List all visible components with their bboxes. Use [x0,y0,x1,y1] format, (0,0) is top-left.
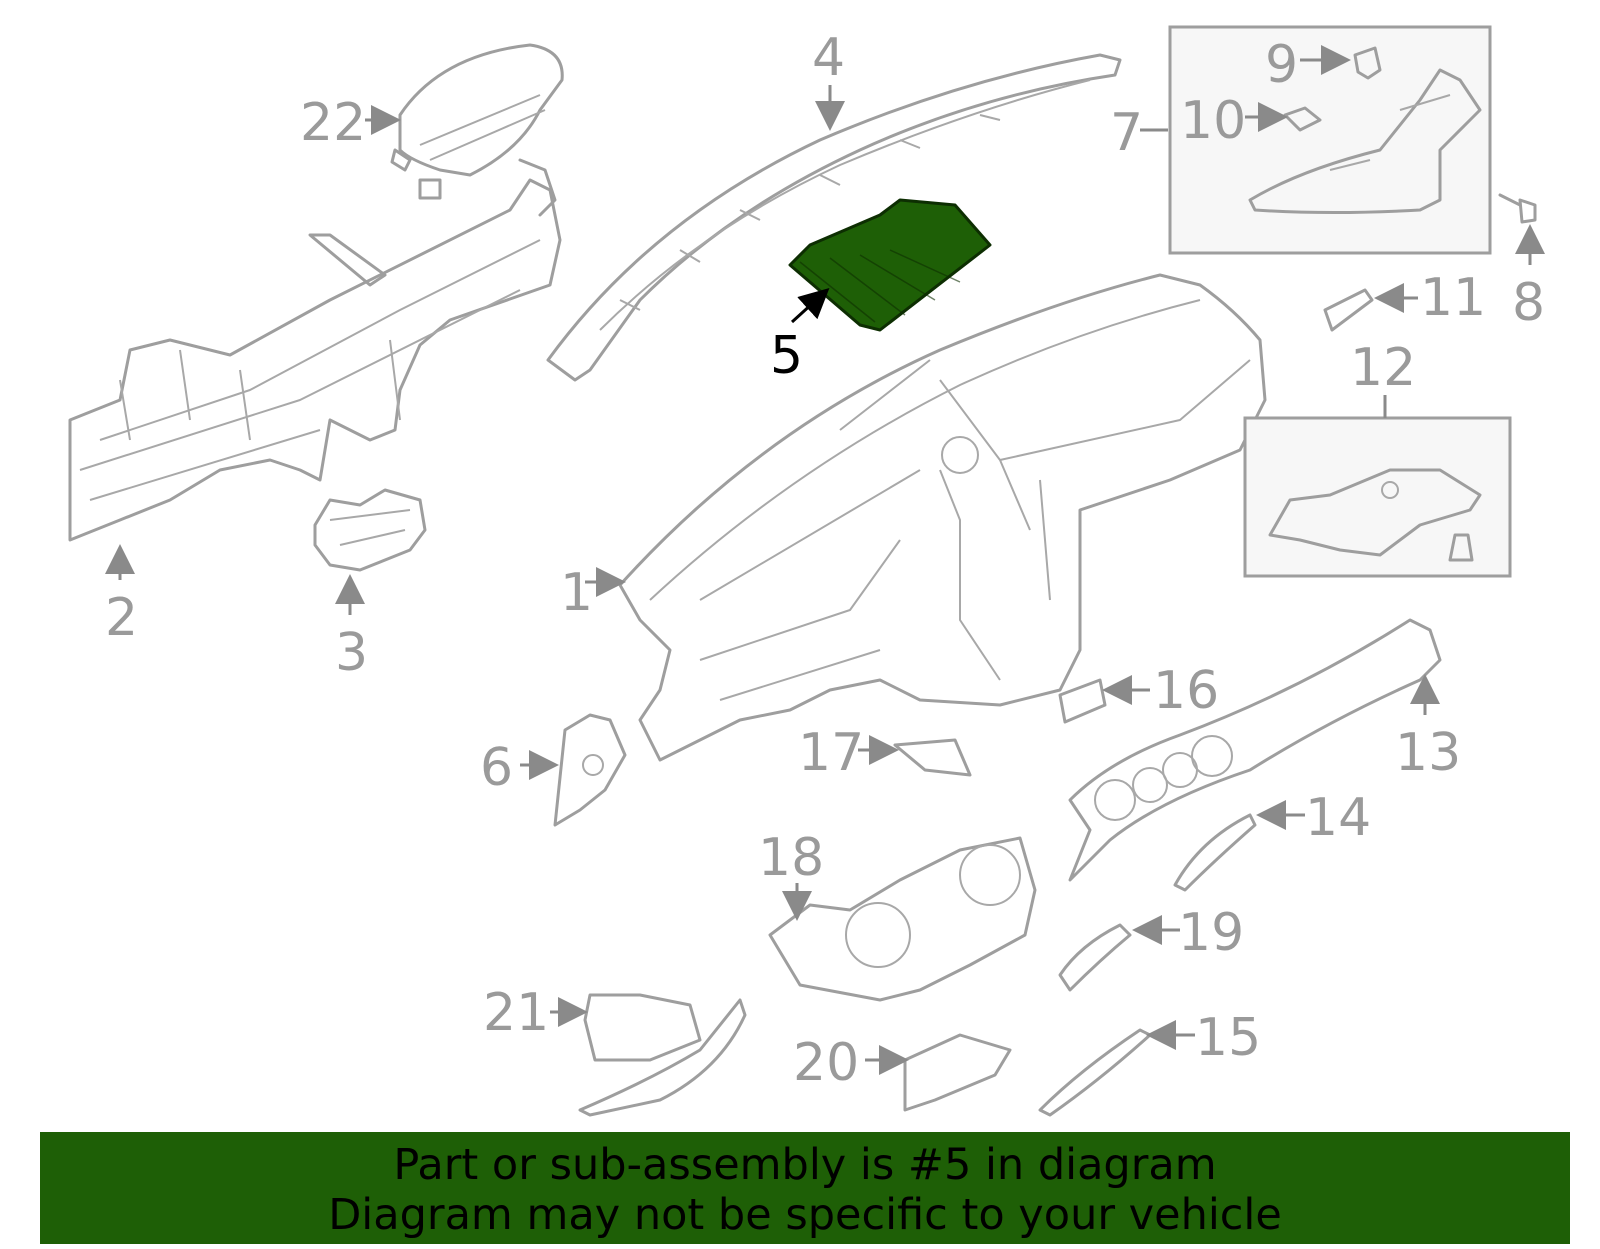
leader-lines [105,45,1545,1075]
callout-11: 11 [1420,268,1486,328]
banner-line-2: Diagram may not be specific to your vehi… [328,1190,1282,1240]
banner-line-1: Part or sub-assembly is #5 in diagram [393,1140,1217,1190]
callout-3: 3 [335,623,368,683]
callout-16: 16 [1153,661,1219,721]
callout-10: 10 [1180,91,1246,151]
part-17-trim[interactable] [893,738,972,777]
callout-4: 4 [812,28,845,88]
callout-2: 2 [105,588,138,648]
part-2-cross-beam[interactable] [68,158,562,542]
callout-9: 9 [1265,35,1298,95]
part-19-trim[interactable] [1058,923,1132,992]
part-21-glove-box[interactable] [578,993,747,1117]
part-11-pad[interactable] [1323,288,1374,332]
part-13-center-bezel[interactable] [1068,618,1442,882]
part-22-airbag[interactable] [390,43,564,200]
callout-12: 12 [1350,338,1416,398]
callout-20: 20 [793,1033,859,1093]
callout-18: 18 [758,828,824,888]
part-1-instrument-panel[interactable] [618,273,1267,762]
callout-19: 19 [1178,903,1244,963]
part-3-bracket[interactable] [313,488,427,572]
callout-5: 5 [770,326,803,386]
part-10-clip[interactable] [1283,106,1322,132]
part-12-bracket[interactable] [1268,468,1482,562]
part-4-defroster-duct[interactable] [546,53,1122,382]
callout-21: 21 [483,983,549,1043]
callout-13: 13 [1395,723,1461,783]
part-7-trim-strip[interactable] [1248,68,1482,214]
part-14-trim[interactable] [1173,813,1257,892]
part-12-inset-box [1243,416,1512,578]
callout-17: 17 [798,723,864,783]
parts-diagram: 22 2 3 4 5 1 6 7 8 9 10 11 12 13 14 16 1… [68,25,1545,1117]
callout-6: 6 [480,738,513,798]
callout-7: 7 [1110,103,1143,163]
callout-1: 1 [560,563,593,623]
part-8-bolt[interactable] [1498,193,1537,224]
part-18-cluster-bezel[interactable] [768,836,1037,1002]
part-5-highlighted-panel[interactable] [788,198,992,332]
part-16-pad[interactable] [1058,678,1107,724]
part-15-trim[interactable] [1038,1028,1152,1117]
callout-15: 15 [1195,1008,1261,1068]
part-20-trim[interactable] [903,1033,1012,1112]
callout-8: 8 [1512,273,1545,333]
part-9-clip[interactable] [1353,46,1382,80]
callout-22: 22 [300,93,366,153]
callout-labels: 22 2 3 4 5 1 6 7 8 9 10 11 12 13 14 16 1… [105,28,1545,1093]
part-6-end-cap[interactable] [553,713,627,827]
info-banner: Part or sub-assembly is #5 in diagram Di… [40,1132,1570,1244]
callout-14: 14 [1305,788,1371,848]
